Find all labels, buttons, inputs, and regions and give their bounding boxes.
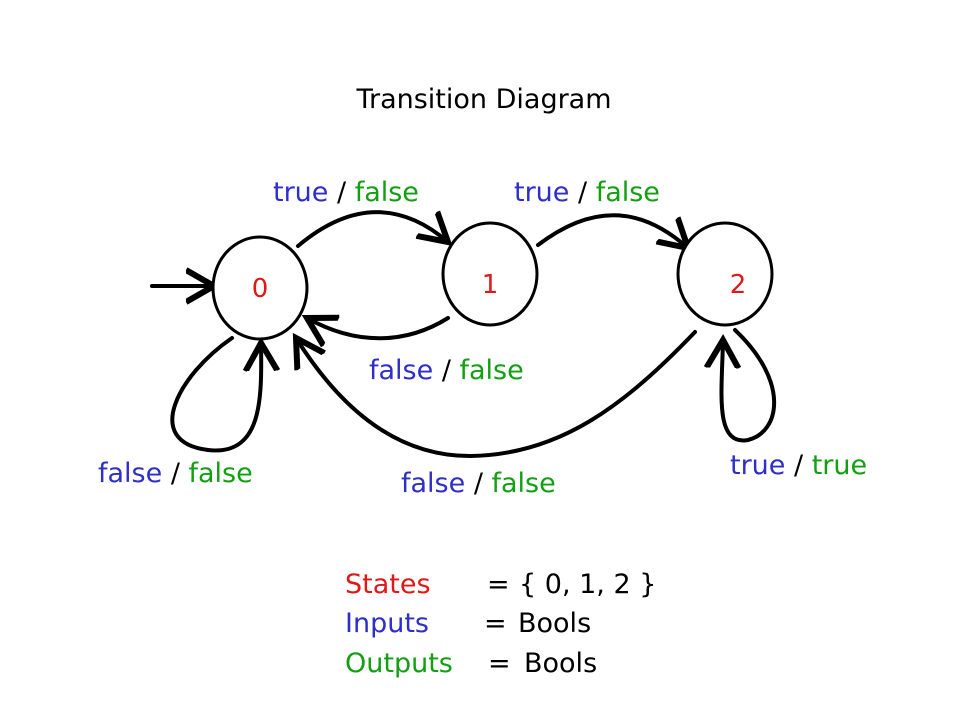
transition-label-1-to-2: true / false [514,177,660,208]
transition-label-0-to-1: true / false [273,177,419,208]
edge-2-to-0 [296,330,697,459]
definition-eq-states: = [487,569,510,600]
edge-0-self-loop [170,336,261,453]
definition-eq-inputs: = [484,608,507,639]
definition-value-inputs: Bools [518,608,591,639]
state-label-1: 1 [482,270,499,300]
definition-value-states: { 0, 1, 2 } [519,569,656,600]
state-node-0: 0 [211,235,309,341]
diagram-title: Transition Diagram [355,84,611,115]
transition-label-2-self: true / true [730,450,867,481]
definition-name-outputs: Outputs [345,648,453,679]
edge-1-to-0 [307,318,450,338]
definition-value-outputs: Bools [524,648,597,679]
edge-1-to-2 [536,213,688,248]
state-node-2: 2 [676,221,774,327]
transition-label-0-self: false / false [98,458,253,489]
definitions: States = { 0, 1, 2 } Inputs = Bools Outp… [345,569,656,679]
transition-label-1-to-0: false / false [369,355,524,386]
definition-eq-outputs: = [488,648,511,679]
transition-label-2-to-0: false / false [401,468,556,499]
state-label-2: 2 [730,270,747,300]
edge-0-to-1 [296,210,448,248]
definition-name-inputs: Inputs [345,608,429,639]
edge-2-self-loop [721,328,777,443]
definition-name-states: States [345,569,431,600]
state-label-0: 0 [252,274,269,304]
state-node-1: 1 [441,221,539,327]
